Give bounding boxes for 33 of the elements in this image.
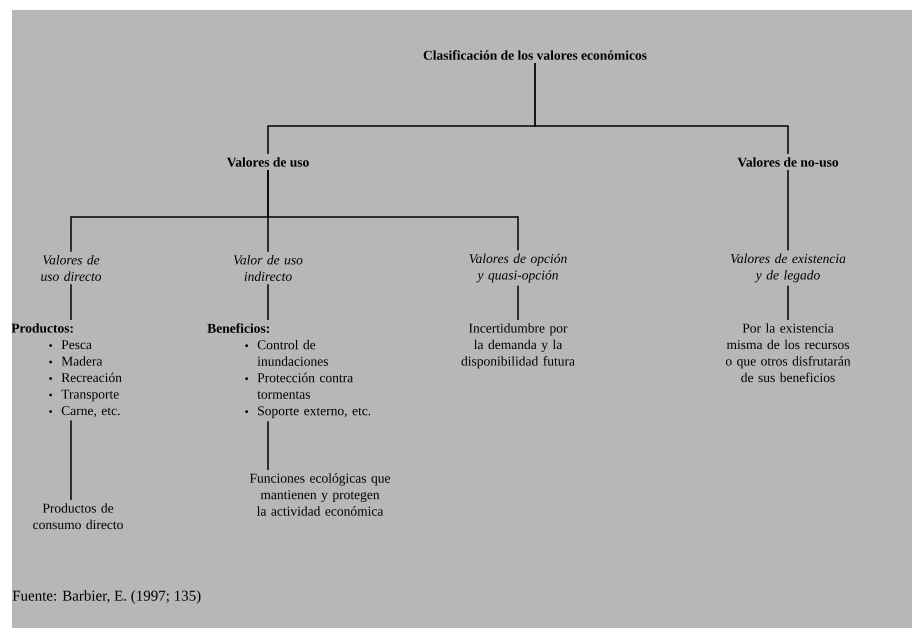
connector-line: [517, 286, 519, 320]
source-note: Fuente: Barbier, E. (1997; 135): [12, 590, 200, 604]
node-label: Productos:: [11, 323, 73, 333]
heading-text: Valores de no-uso: [738, 157, 838, 167]
connector-line: [70, 284, 72, 320]
category-text: Valores de uso directo: [41, 254, 102, 281]
node-label: Pesca: [62, 340, 92, 350]
category-text: Valor de uso indirecto: [234, 255, 302, 281]
description-text: Funciones ecológicas que mantienen y protegen la actividad económica: [250, 473, 390, 516]
bullet-list: Beneficios: Control de inundaciones Protección contra tormentas Soporte externo, etc.: [207, 323, 370, 418]
connector-line: [267, 284, 269, 320]
node-label: Beneficios:: [207, 323, 269, 333]
node-label: Protección contra tormentas: [257, 372, 353, 399]
node-label: Transporte: [61, 390, 119, 402]
heading-text: Valores de uso: [226, 157, 309, 167]
heading-text: Clasificación de los valores económicos: [424, 50, 647, 60]
node-label: Carne, etc.: [62, 406, 120, 418]
category-text: Valores de opción y quasi-opción: [469, 254, 567, 282]
description-text: Incertidumbre por la demanda y la disponibilidad futura: [462, 323, 575, 368]
description-text: Por la existencia misma de los recursos o que otros disfrutarán de sus beneficios: [726, 323, 850, 382]
connector-line: [267, 170, 519, 250]
connector-line: [787, 286, 789, 320]
node-label: Recreación: [62, 372, 122, 382]
connector-line: [70, 420, 72, 500]
description-text: Productos de consumo directo: [33, 503, 123, 530]
node-label: Soporte externo, etc.: [258, 406, 370, 418]
category-text: Valores de existencia y de legado: [730, 254, 846, 282]
bullet-list: Productos: Pesca Madera Recreación Transporte Carne, etc.: [11, 323, 122, 418]
connector-line: [267, 421, 269, 470]
connector-line: [787, 170, 789, 250]
node-label: Madera: [62, 356, 102, 366]
connector-line: [534, 63, 789, 154]
node-label: Control de inundaciones: [257, 340, 328, 366]
